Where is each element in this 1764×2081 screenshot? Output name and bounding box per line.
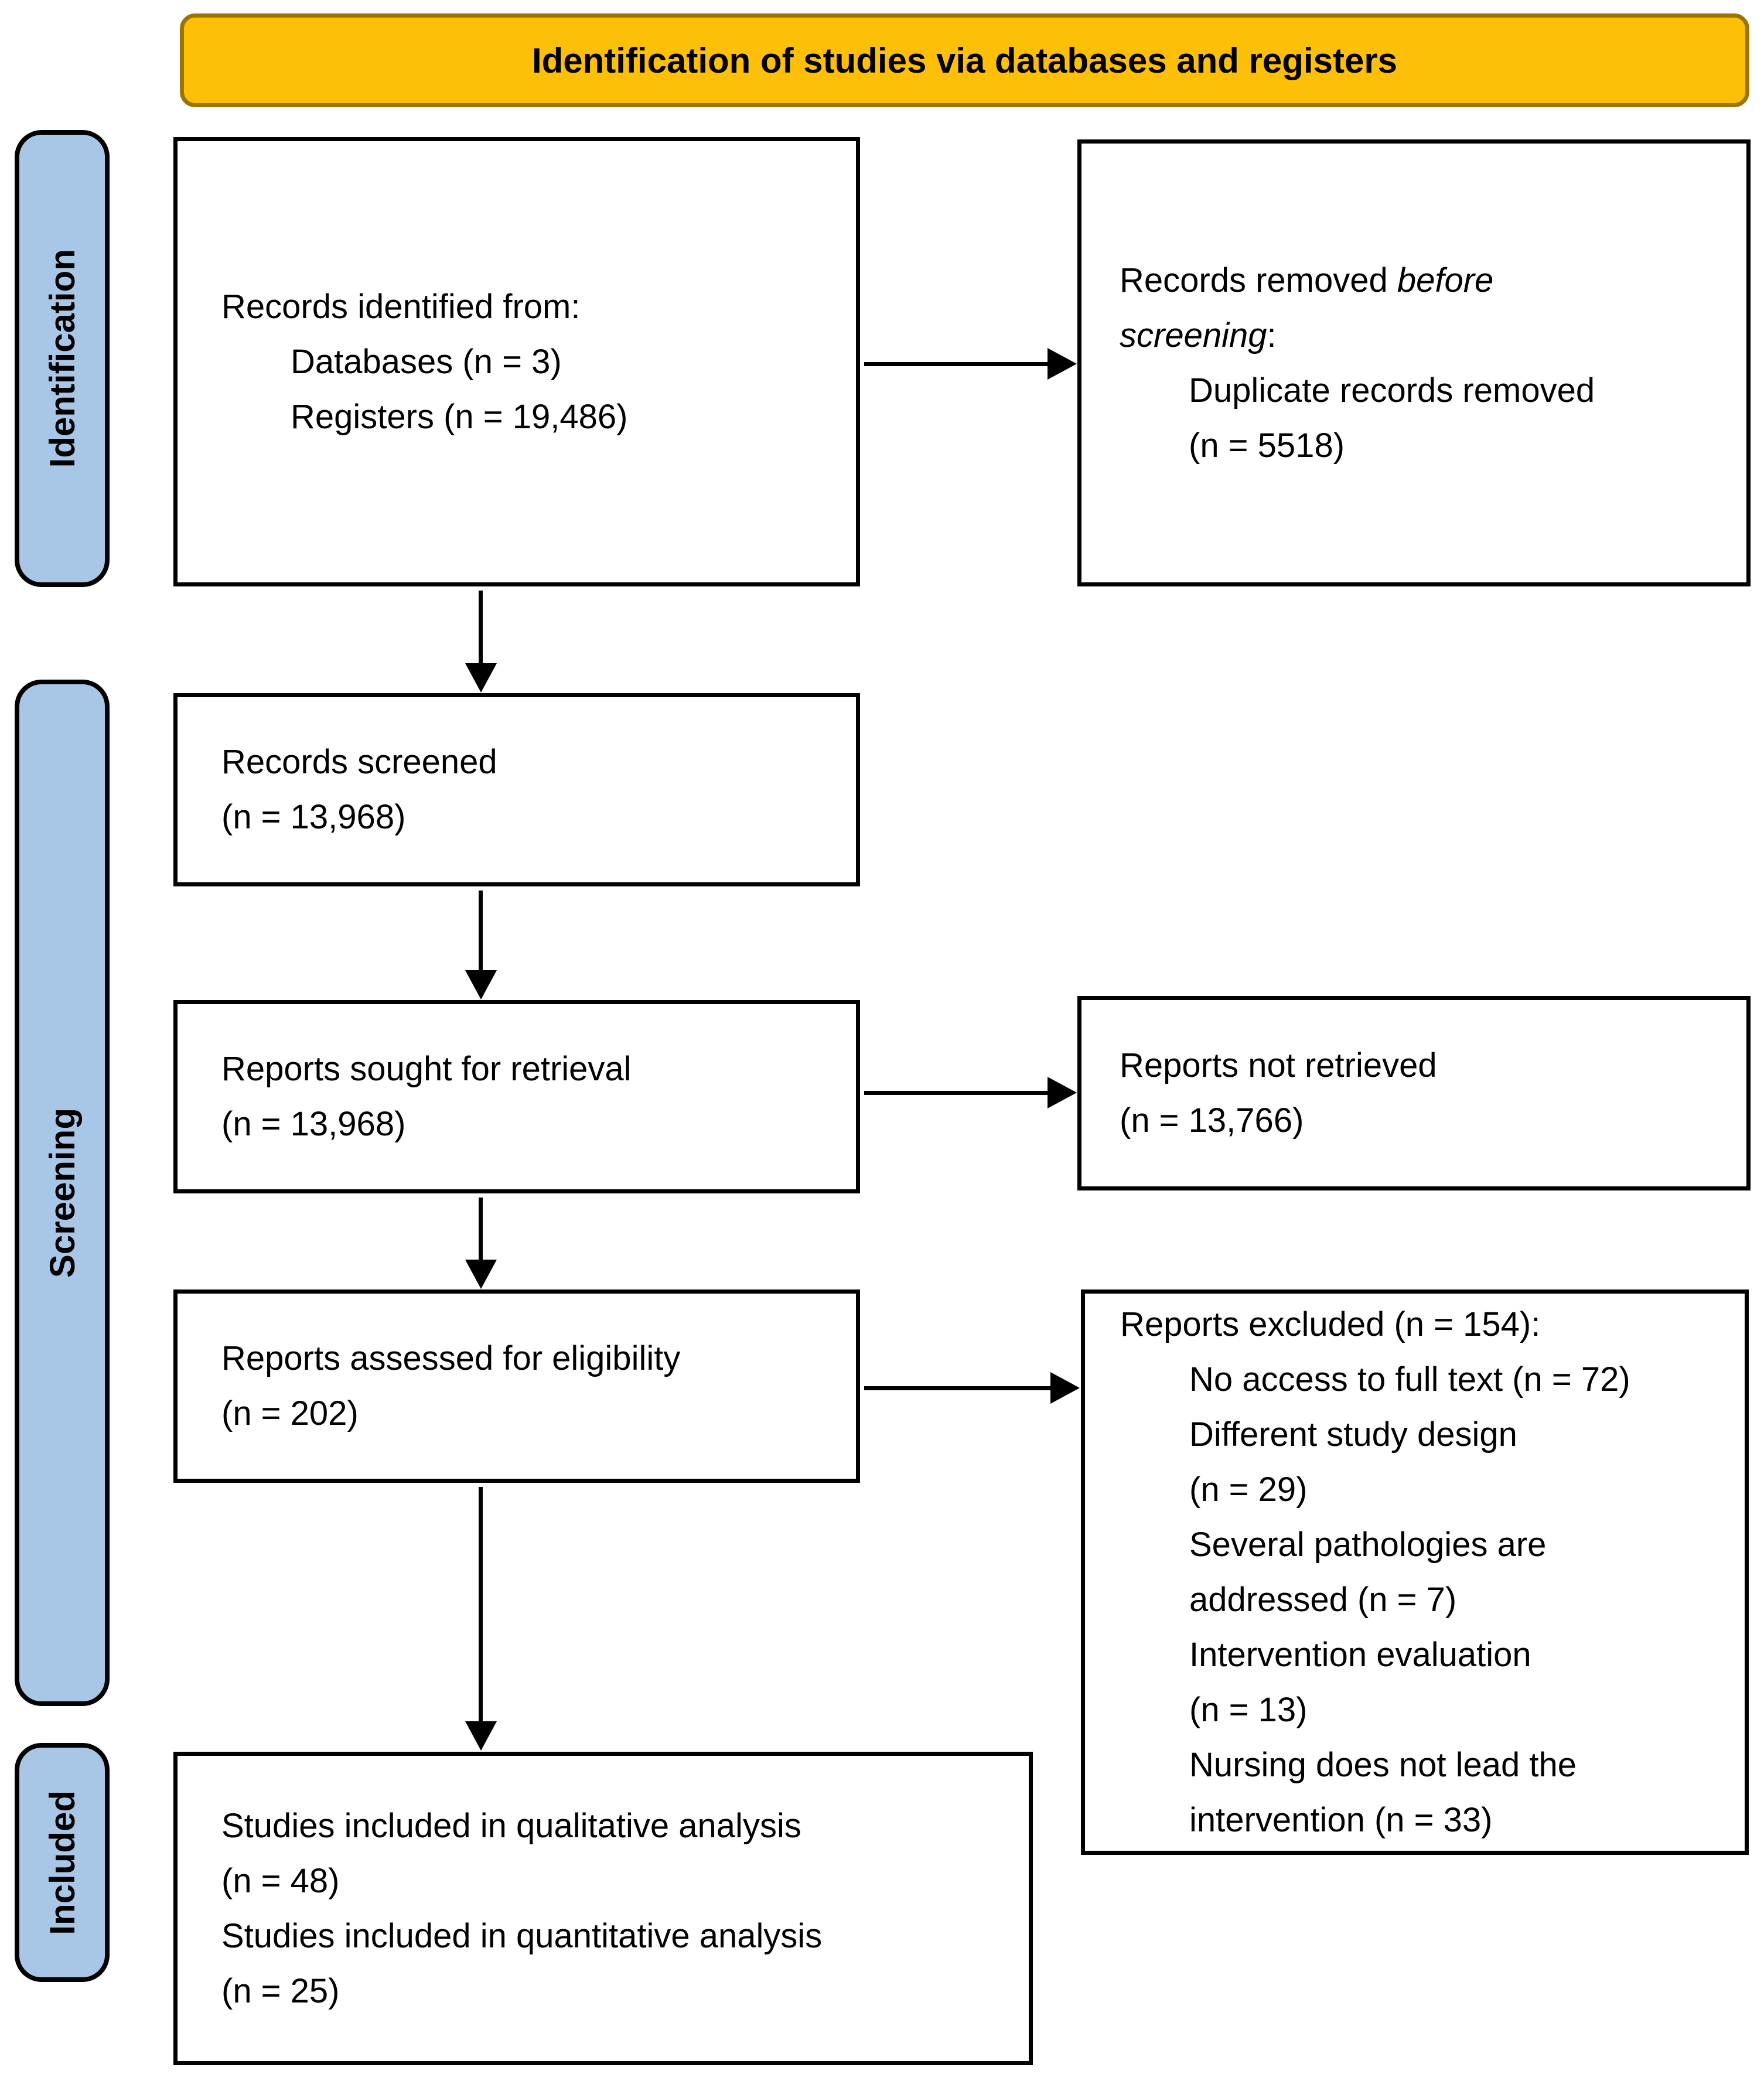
arrow-assessed-to-included-head [465, 1721, 497, 1751]
box-studies-included: Studies included in qualitative analysis… [173, 1752, 1033, 2065]
stage-bar-included: Included [15, 1743, 110, 1982]
reports-excluded-item: Intervention evaluation [1189, 1635, 1531, 1674]
arrow-identified-to-removed-head [1048, 348, 1077, 380]
box-records-screened: Records screened (n = 13,968) [173, 693, 860, 886]
studies-included-line: Studies included in qualitative analysis [221, 1806, 801, 1845]
arrow-identified-to-removed-line [864, 362, 1049, 366]
records-identified-item: Databases (n = 3) [291, 342, 562, 381]
arrow-screened-to-sought-head [465, 970, 497, 999]
arrow-identified-to-screened-head [465, 663, 497, 692]
records-identified-heading: Records identified from: [221, 287, 581, 326]
records-screened-line: (n = 13,968) [221, 798, 406, 836]
arrow-sought-to-not-retrieved-head [1048, 1077, 1077, 1108]
arrow-sought-to-assessed-line [479, 1198, 483, 1262]
arrow-identified-to-screened-line [479, 591, 483, 666]
reports-excluded-item: addressed (n = 7) [1189, 1580, 1457, 1619]
box-reports-sought: Reports sought for retrieval (n = 13,968… [173, 1000, 860, 1193]
banner: Identification of studies via databases … [180, 13, 1749, 107]
studies-included-line: Studies included in quantitative analysi… [221, 1916, 823, 1955]
stage-label-screening: Screening [42, 1107, 82, 1278]
reports-assessed-line: Reports assessed for eligibility [221, 1339, 681, 1377]
arrow-sought-to-not-retrieved-line [864, 1091, 1049, 1095]
box-records-identified: Records identified from: Databases (n = … [173, 137, 860, 586]
box-reports-not-retrieved: Reports not retrieved (n = 13,766) [1077, 996, 1751, 1190]
box-records-removed: Records removed before screening: Duplic… [1077, 139, 1751, 586]
reports-excluded-item: intervention (n = 33) [1189, 1800, 1493, 1839]
arrow-assessed-to-excluded-head [1050, 1372, 1080, 1404]
records-screened-line: Records screened [221, 743, 497, 781]
banner-title: Identification of studies via databases … [531, 40, 1398, 80]
records-identified-item: Registers (n = 19,486) [291, 397, 628, 436]
arrow-sought-to-assessed-head [465, 1260, 497, 1289]
reports-not-retrieved-line: (n = 13,766) [1120, 1101, 1304, 1140]
arrow-assessed-to-included-line [479, 1487, 483, 1724]
arrow-assessed-to-excluded-line [864, 1386, 1052, 1390]
reports-excluded-item: (n = 13) [1189, 1690, 1308, 1729]
box-reports-assessed: Reports assessed for eligibility (n = 20… [173, 1289, 860, 1483]
records-removed-item: Duplicate records removed [1189, 371, 1595, 410]
reports-not-retrieved-line: Reports not retrieved [1120, 1046, 1437, 1084]
reports-excluded-heading: Reports excluded (n = 154): [1120, 1305, 1541, 1343]
reports-sought-line: (n = 13,968) [221, 1105, 406, 1143]
stage-label-identification: Identification [42, 249, 82, 468]
studies-included-line: (n = 48) [221, 1861, 340, 1900]
box-reports-excluded: Reports excluded (n = 154): No access to… [1081, 1289, 1749, 1855]
reports-excluded-item: (n = 29) [1189, 1470, 1308, 1509]
studies-included-line: (n = 25) [221, 1971, 340, 2010]
reports-excluded-item: Nursing does not lead the [1189, 1745, 1577, 1784]
reports-excluded-item: Several pathologies are [1189, 1525, 1547, 1564]
records-removed-heading: Records removed before screening: [1120, 261, 1494, 354]
records-removed-item: (n = 5518) [1189, 426, 1345, 465]
stage-bar-identification: Identification [15, 130, 110, 587]
reports-excluded-item: Different study design [1189, 1415, 1517, 1454]
stage-label-included: Included [42, 1790, 82, 1935]
reports-sought-line: Reports sought for retrieval [221, 1050, 632, 1088]
reports-excluded-item: No access to full text (n = 72) [1189, 1360, 1630, 1398]
reports-assessed-line: (n = 202) [221, 1394, 359, 1432]
stage-bar-screening: Screening [15, 680, 110, 1706]
arrow-screened-to-sought-line [479, 891, 483, 973]
